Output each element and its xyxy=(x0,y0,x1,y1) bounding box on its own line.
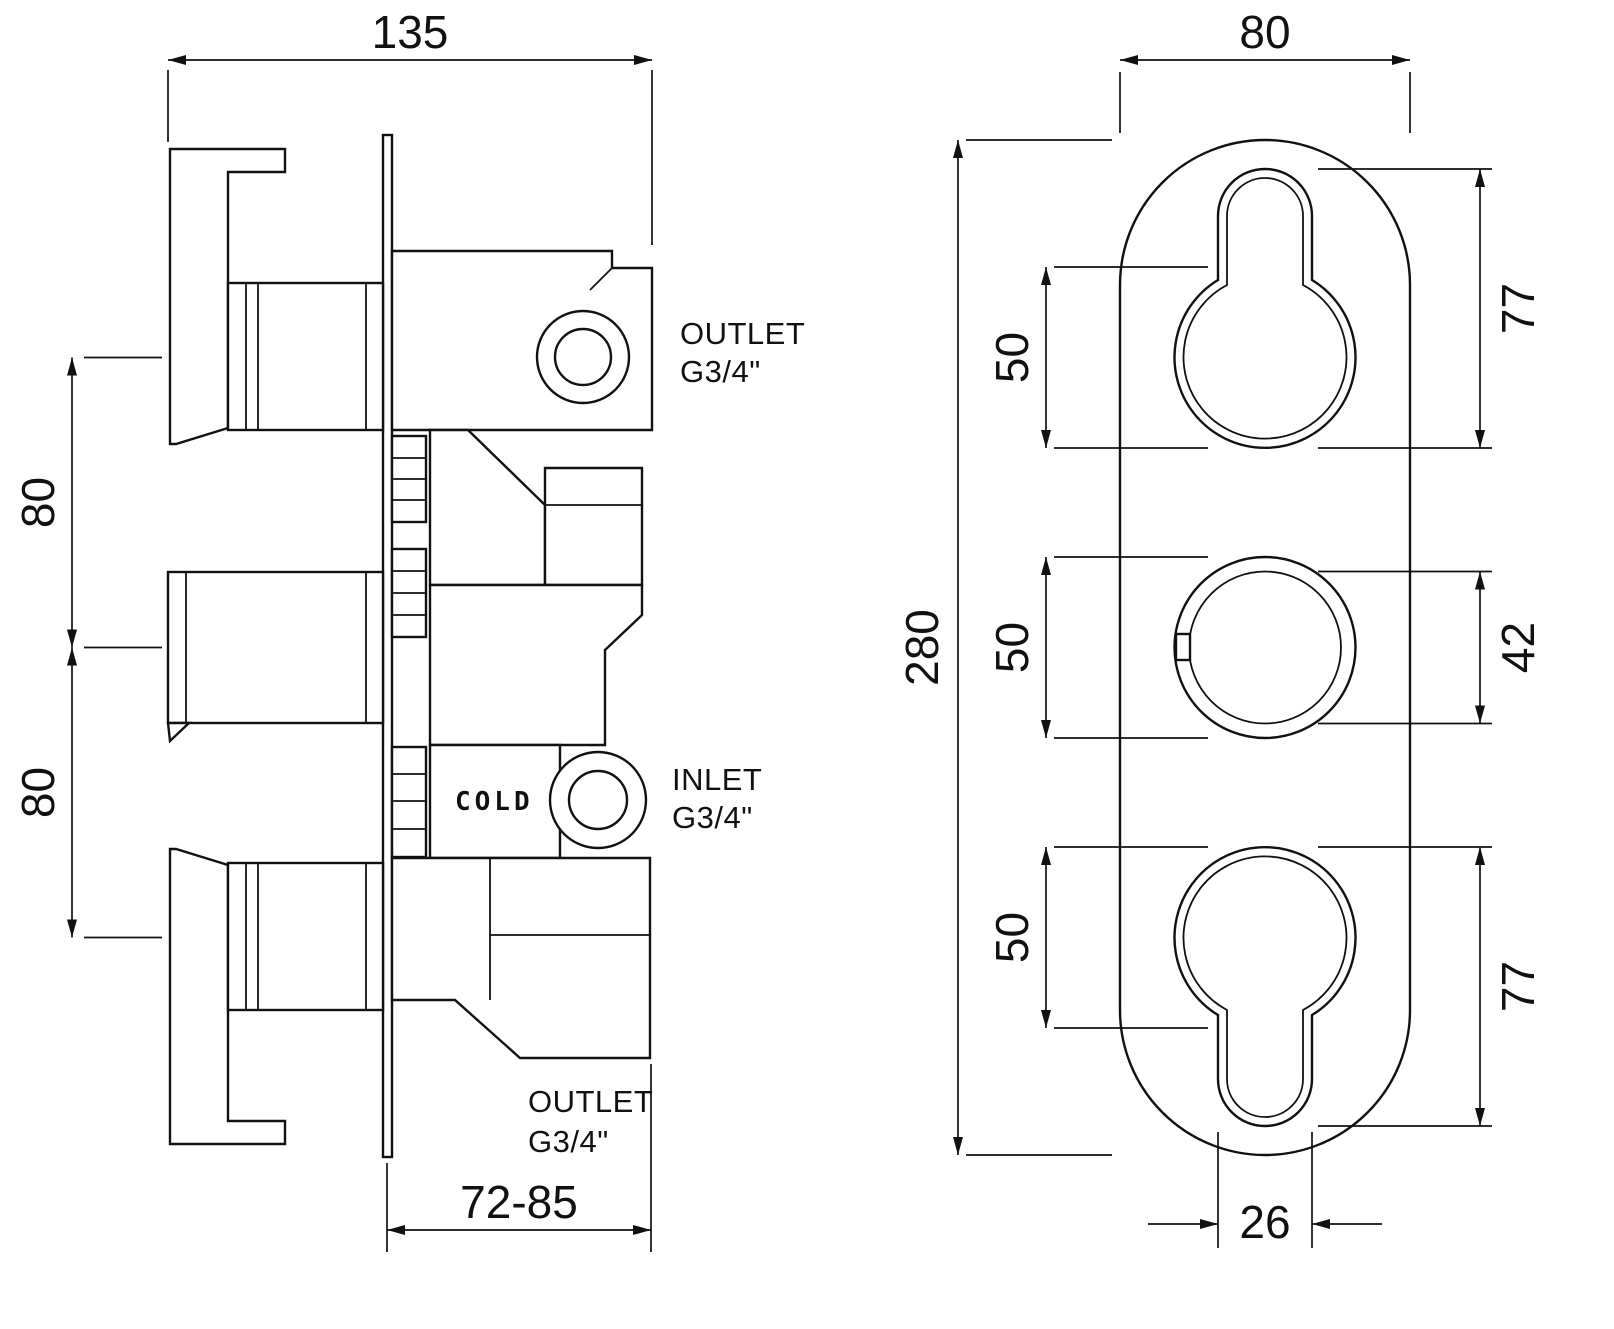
control-middle xyxy=(1173,555,1357,740)
handle-top xyxy=(168,147,385,446)
control-bottom-inner xyxy=(1182,855,1348,1118)
dim-50b-label: 50 xyxy=(986,912,1038,963)
dim-135-extension-lines xyxy=(167,70,653,245)
cartridge-ribs-upper xyxy=(390,434,428,524)
valve-body-funnel xyxy=(428,428,547,587)
dim-50b-extension-lines xyxy=(1054,846,1208,1029)
handle-bottom-collar-lines xyxy=(245,863,367,1010)
control-top xyxy=(1173,167,1357,450)
dim-135-label: 135 xyxy=(372,6,449,58)
dim-26-label: 26 xyxy=(1239,1196,1290,1248)
dim-77b-label: 77 xyxy=(1492,961,1544,1012)
dim-80r-extension-lines xyxy=(1119,72,1411,133)
dim-bottom-knob-50: 50 xyxy=(986,846,1208,1029)
handle-middle xyxy=(166,570,385,744)
inlet-label-line2: G3/4" xyxy=(672,800,753,835)
dim-spacing-80-lower: 80 xyxy=(12,647,162,939)
inlet-port-boss xyxy=(548,750,648,850)
inlet-label: INLET G3/4" xyxy=(672,762,762,835)
dim-middle-inner-42: 42 xyxy=(1318,570,1544,725)
outlet-port-top-boss xyxy=(535,309,631,405)
dim-50t-label: 50 xyxy=(986,332,1038,383)
control-bottom-outer xyxy=(1173,845,1357,1128)
outlet-top-label: OUTLET G3/4" xyxy=(680,316,805,389)
handle-middle-collar-lines xyxy=(185,572,367,723)
cold-marking: COLD xyxy=(455,787,534,817)
dim-7285-extension-lines xyxy=(386,1064,652,1252)
dim-42-extension-lines xyxy=(1318,570,1492,725)
dim-7285-label: 72-85 xyxy=(460,1176,578,1228)
dim-plate-width-80: 80 xyxy=(1119,6,1411,133)
dim-80r-label: 80 xyxy=(1239,6,1290,58)
dim-bottom-control-77: 77 xyxy=(1318,846,1544,1127)
dim-50t-extension-lines xyxy=(1054,266,1208,449)
valve-body-top-chamfer xyxy=(589,267,613,291)
outlet-bottom-label-line1: OUTLET xyxy=(528,1084,653,1119)
dim-middle-knob-50: 50 xyxy=(986,556,1208,739)
valve-body-bottom-details xyxy=(489,858,650,1000)
side-view: COLD 135 80 80 72-85 OUTLET xyxy=(12,6,805,1252)
outlet-bottom-label: OUTLET G3/4" xyxy=(528,1084,653,1159)
dim-depth-72-85: 72-85 xyxy=(386,1064,652,1252)
dim-80u-extension-lines xyxy=(84,356,162,649)
control-middle-outer xyxy=(1173,555,1357,740)
dim-50m-label: 50 xyxy=(986,622,1038,673)
valve-body-right-block xyxy=(543,466,644,587)
front-view: 80 280 77 50 50 42 xyxy=(896,6,1544,1248)
valve-body: COLD xyxy=(390,249,654,1060)
handle-top-barrel xyxy=(226,281,385,432)
control-top-outer xyxy=(1173,167,1357,450)
cartridge-ribs-middle xyxy=(390,547,428,639)
dim-plate-height-280: 280 xyxy=(896,139,1112,1156)
dim-280-label: 280 xyxy=(896,609,948,686)
dim-spacing-80-upper: 80 xyxy=(12,356,162,649)
control-bottom xyxy=(1173,845,1357,1128)
handle-middle-indicator-tip xyxy=(166,721,193,744)
inlet-label-line1: INLET xyxy=(672,762,762,797)
handle-top-collar-lines xyxy=(245,283,367,430)
dim-280-extension-lines xyxy=(966,139,1112,1156)
dim-42-label: 42 xyxy=(1492,622,1544,673)
dim-80u-label: 80 xyxy=(12,477,64,528)
outlet-top-label-line1: OUTLET xyxy=(680,316,805,351)
dim-top-knob-50: 50 xyxy=(986,266,1208,449)
valve-body-mid-block xyxy=(428,583,644,747)
outlet-top-label-line2: G3/4" xyxy=(680,354,761,389)
outlet-bottom-label-line2: G3/4" xyxy=(528,1124,609,1159)
dim-77t-label: 77 xyxy=(1492,283,1544,334)
handle-bottom xyxy=(168,847,385,1146)
cartridge-ribs-lower xyxy=(390,745,428,859)
dim-77b-extension-lines xyxy=(1318,846,1492,1127)
dim-77t-extension-lines xyxy=(1318,168,1492,449)
control-middle-notch xyxy=(1174,632,1192,662)
dim-top-control-77: 77 xyxy=(1318,168,1544,449)
dim-50m-extension-lines xyxy=(1054,556,1208,739)
control-top-inner xyxy=(1182,177,1348,440)
dim-stem-width-26: 26 xyxy=(1148,1132,1382,1248)
dim-80l-label: 80 xyxy=(12,767,64,818)
valve-body-bottom-block xyxy=(390,856,652,1060)
mounting-plate xyxy=(381,133,394,1159)
handle-bottom-barrel xyxy=(226,861,385,1012)
handle-middle-barrel xyxy=(166,570,385,725)
dim-width-135: 135 xyxy=(167,6,653,245)
